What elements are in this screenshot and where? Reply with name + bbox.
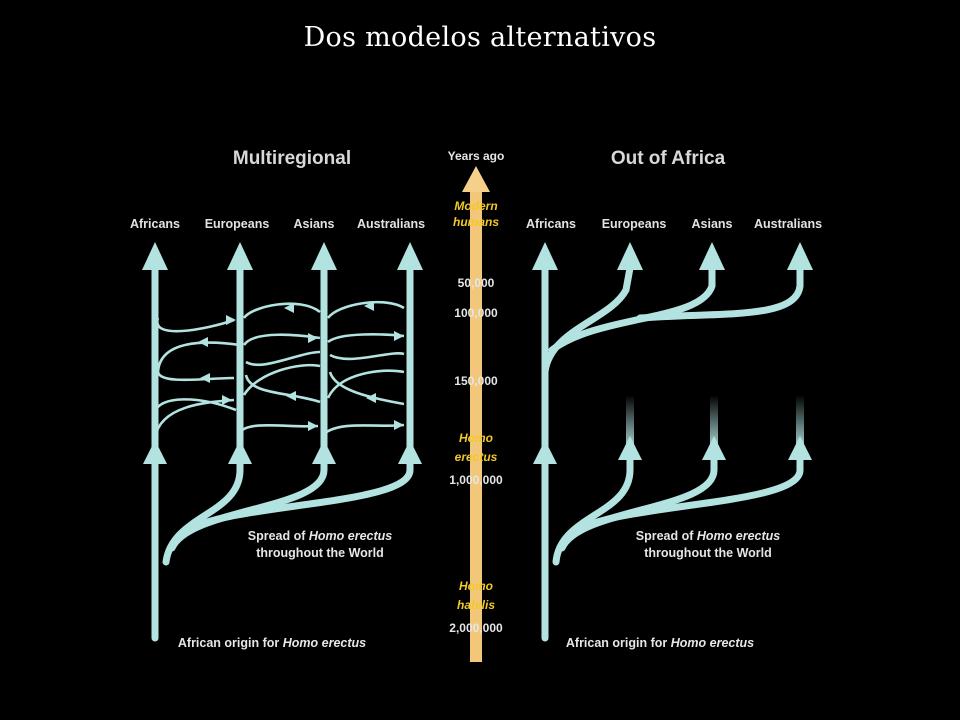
timeline-arrow-head bbox=[462, 166, 490, 192]
gene-flow-arrowhead bbox=[308, 333, 318, 343]
out-of-africa-modern-dispersal bbox=[541, 264, 634, 376]
timeline-150000: 150,000 bbox=[454, 374, 498, 388]
gene-flow-arrowhead bbox=[364, 301, 374, 311]
out-of-africa-extinct-asian-stub bbox=[710, 395, 718, 451]
timeline-50000: 50,000 bbox=[458, 276, 495, 290]
multiregional-gene-flow bbox=[153, 300, 405, 439]
out-of-africa-spread-caption-1: Spread of Homo erectus bbox=[636, 529, 781, 543]
out-of-africa-australians-mid-arrowhead bbox=[788, 436, 812, 460]
multiregional-australians-mid-arrowhead bbox=[398, 440, 422, 464]
out-of-africa-asians-label: Asians bbox=[692, 217, 733, 231]
out-of-africa-spread-caption-2: throughout the World bbox=[644, 546, 772, 560]
out-of-africa-title: Out of Africa bbox=[611, 148, 726, 169]
out-of-africa-panel: Out of Africa Africans Europeans Asians … bbox=[526, 148, 822, 650]
multiregional-panel: Multiregional Africans Europeans Asians … bbox=[130, 148, 425, 650]
multiregional-spread-caption-1: Spread of Homo erectus bbox=[248, 529, 393, 543]
multiregional-africans-arrowhead bbox=[142, 242, 168, 270]
out-of-africa-erectus-australian bbox=[566, 446, 804, 540]
timeline-1000000: 1,000,000 bbox=[449, 473, 503, 487]
timeline-homo-habilis-1: Homo bbox=[459, 579, 493, 593]
gene-flow-arrowhead bbox=[366, 393, 376, 403]
gene-flow-loop bbox=[323, 300, 405, 436]
timeline-bar bbox=[470, 188, 482, 662]
gene-flow-arrowhead bbox=[394, 331, 404, 341]
out-of-africa-africans-label: Africans bbox=[526, 217, 576, 231]
out-of-africa-australians-label: Australians bbox=[754, 217, 822, 231]
multiregional-spread-caption-2: throughout the World bbox=[256, 546, 384, 560]
timeline-homo-habilis-2: habilis bbox=[457, 598, 495, 612]
multiregional-australians-label: Australians bbox=[357, 217, 425, 231]
out-of-africa-modern-asian bbox=[548, 264, 716, 354]
timeline-2000000: 2,000,000 bbox=[449, 621, 503, 635]
multiregional-asians-label: Asians bbox=[294, 217, 335, 231]
multiregional-africans-label: Africans bbox=[130, 217, 180, 231]
multiregional-lineages bbox=[151, 264, 414, 642]
out-of-africa-origin-caption: African origin for Homo erectus bbox=[566, 636, 754, 650]
timeline-homo-erectus-2: erectus bbox=[455, 450, 498, 464]
out-of-africa-europeans-mid-arrowhead bbox=[618, 436, 642, 460]
timeline: Years ago Modern humans 50,000 100,000 1… bbox=[448, 149, 505, 662]
multiregional-asians-mid-arrowhead bbox=[312, 440, 336, 464]
out-of-africa-lineages bbox=[541, 264, 804, 642]
gene-flow-arrowhead bbox=[200, 373, 210, 383]
out-of-africa-arrowheads bbox=[532, 242, 813, 464]
timeline-homo-erectus-1: Homo bbox=[459, 431, 493, 445]
timeline-header: Years ago bbox=[448, 149, 505, 163]
timeline-modern-humans-1: Modern bbox=[454, 199, 497, 213]
gene-flow-arrowhead bbox=[308, 421, 318, 431]
multiregional-origin-caption: African origin for Homo erectus bbox=[178, 636, 366, 650]
gene-flow-arrowhead bbox=[284, 303, 294, 313]
gene-flow-arrowhead bbox=[394, 420, 404, 430]
gene-flow-loop bbox=[153, 317, 241, 439]
multiregional-europeans-mid-arrowhead bbox=[228, 440, 252, 464]
out-of-africa-africans-arrowhead bbox=[532, 242, 558, 270]
timeline-100000: 100,000 bbox=[454, 306, 498, 320]
multiregional-australian-lineage bbox=[176, 264, 414, 540]
out-of-africa-europeans-label: Europeans bbox=[602, 217, 667, 231]
out-of-africa-modern-australian bbox=[636, 264, 804, 322]
out-of-africa-australians-arrowhead bbox=[787, 242, 813, 270]
multiregional-asians-arrowhead bbox=[311, 242, 337, 270]
out-of-africa-europeans-arrowhead bbox=[617, 242, 643, 270]
page-title: Dos modelos alternativos bbox=[303, 22, 657, 53]
out-of-africa-extinct-european-stub bbox=[626, 395, 634, 451]
gene-flow-loop bbox=[239, 302, 321, 433]
gene-flow-arrowhead bbox=[222, 395, 232, 405]
multiregional-title: Multiregional bbox=[233, 148, 351, 169]
multiregional-arrowheads bbox=[142, 242, 423, 464]
out-of-africa-extinct-australian-stub bbox=[796, 395, 804, 451]
out-of-africa-africans-mid-arrowhead bbox=[533, 440, 557, 464]
gene-flow-arrowhead bbox=[226, 315, 236, 325]
out-of-africa-asians-mid-arrowhead bbox=[702, 436, 726, 460]
gene-flow-arrowhead bbox=[198, 337, 208, 347]
multiregional-australians-arrowhead bbox=[397, 242, 423, 270]
out-of-africa-asians-arrowhead bbox=[699, 242, 725, 270]
multiregional-europeans-label: Europeans bbox=[205, 217, 270, 231]
gene-flow-arrowhead bbox=[286, 391, 296, 401]
timeline-modern-humans-2: humans bbox=[453, 215, 499, 229]
multiregional-africans-mid-arrowhead bbox=[143, 440, 167, 464]
multiregional-europeans-arrowhead bbox=[227, 242, 253, 270]
